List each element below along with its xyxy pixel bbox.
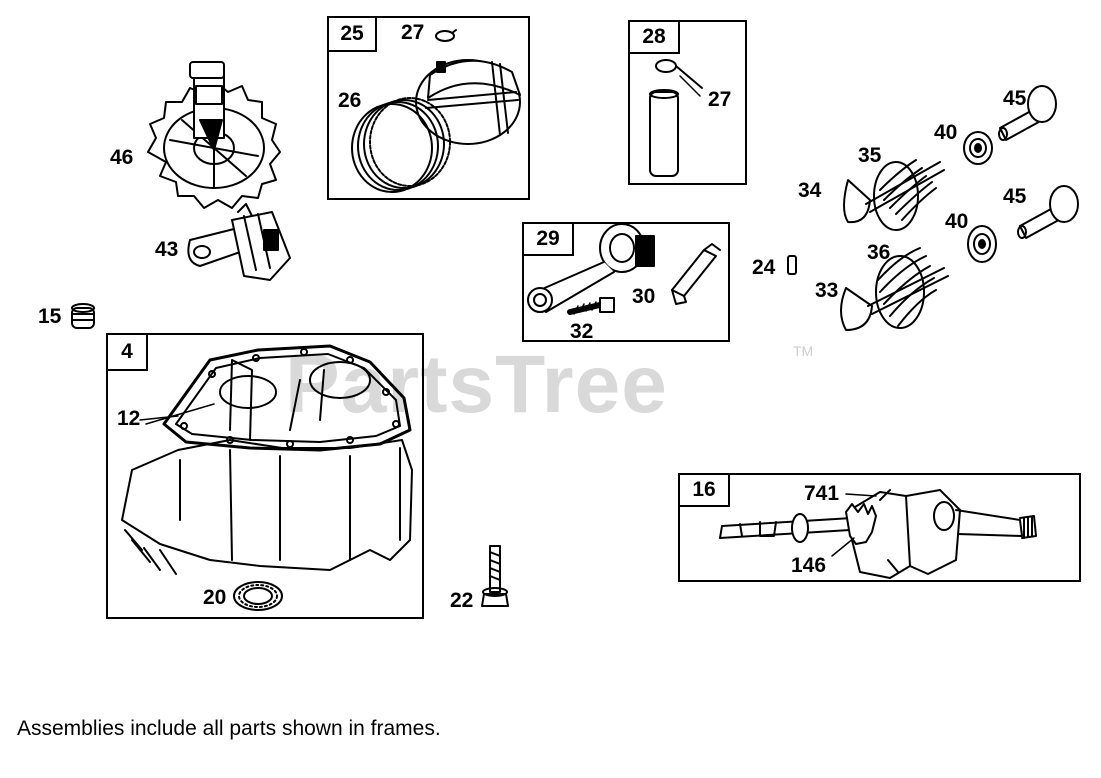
frame-4-label: 4 bbox=[106, 333, 148, 371]
callout-45-guide-upper: 45 bbox=[1003, 87, 1027, 110]
crankshaft-illustration bbox=[719, 489, 1037, 579]
camshaft-gear-illustration bbox=[147, 61, 281, 209]
callout-30-dipper: 30 bbox=[632, 285, 656, 308]
governor-assembly-illustration bbox=[187, 203, 291, 281]
valve-guide-upper-illustration bbox=[998, 85, 1057, 141]
frame-25-box bbox=[327, 16, 530, 200]
frame-4-box bbox=[106, 333, 424, 619]
oil-seal-illustration bbox=[233, 581, 283, 611]
callout-43-governor: 43 bbox=[155, 238, 179, 261]
piston-illustration bbox=[415, 59, 521, 145]
plug-illustration bbox=[71, 303, 95, 329]
callout-741-gear: 741 bbox=[804, 482, 840, 505]
frame-28-box bbox=[628, 20, 747, 185]
oil-dipper-illustration bbox=[671, 243, 721, 305]
callout-36-spring: 36 bbox=[867, 241, 891, 264]
frame-25-label: 25 bbox=[327, 16, 377, 52]
callout-26-rings: 26 bbox=[338, 89, 362, 112]
frame-29-label: 29 bbox=[522, 222, 574, 256]
callout-27-pin-clip: 27 bbox=[708, 88, 732, 111]
callout-40-retainer-upper: 40 bbox=[934, 121, 958, 144]
callout-40-retainer-lower: 40 bbox=[945, 210, 969, 233]
callout-34-valve: 34 bbox=[798, 179, 822, 202]
frame-28-label: 28 bbox=[628, 20, 680, 54]
trademark-mark: TM bbox=[793, 343, 814, 359]
exhaust-valve-illustration bbox=[843, 161, 945, 224]
bolt-illustration bbox=[481, 545, 509, 607]
frame-16-box bbox=[678, 473, 1081, 582]
callout-33-valve: 33 bbox=[815, 279, 839, 302]
callout-46-camshaft: 46 bbox=[110, 146, 134, 169]
assemblies-footnote: Assemblies include all parts shown in fr… bbox=[17, 717, 441, 740]
callout-32-screw: 32 bbox=[570, 320, 594, 343]
callout-45-guide-lower: 45 bbox=[1003, 185, 1027, 208]
key-illustration bbox=[787, 255, 797, 275]
crankcase-illustration bbox=[121, 359, 413, 575]
piston-rings-illustration bbox=[351, 97, 451, 193]
callout-24-key: 24 bbox=[752, 256, 776, 279]
connecting-rod-illustration bbox=[527, 223, 655, 313]
callout-15-plug: 15 bbox=[38, 305, 62, 328]
frame-16-label: 16 bbox=[678, 473, 730, 507]
callout-35-spring: 35 bbox=[858, 144, 882, 167]
valve-guide-lower-illustration bbox=[1017, 185, 1079, 239]
callout-22-bolt: 22 bbox=[450, 589, 474, 612]
callout-27-clip: 27 bbox=[401, 21, 425, 44]
leader-lines bbox=[139, 75, 877, 557]
spring-retainer-upper-illustration bbox=[963, 131, 993, 165]
crankcase-gasket-illustration bbox=[162, 344, 412, 452]
rod-screw-illustration bbox=[567, 297, 615, 315]
callout-12-gasket: 12 bbox=[117, 407, 141, 430]
callout-20-seal: 20 bbox=[203, 586, 227, 609]
spring-retainer-lower-illustration bbox=[967, 225, 997, 263]
valve-spring-upper-illustration bbox=[873, 159, 937, 231]
callout-146-key: 146 bbox=[791, 554, 827, 577]
valve-spring-lower-illustration bbox=[875, 247, 937, 329]
retaining-clip-illustration bbox=[435, 29, 457, 42]
piston-pin-illustration bbox=[649, 59, 703, 177]
frame-29-box bbox=[522, 222, 730, 342]
